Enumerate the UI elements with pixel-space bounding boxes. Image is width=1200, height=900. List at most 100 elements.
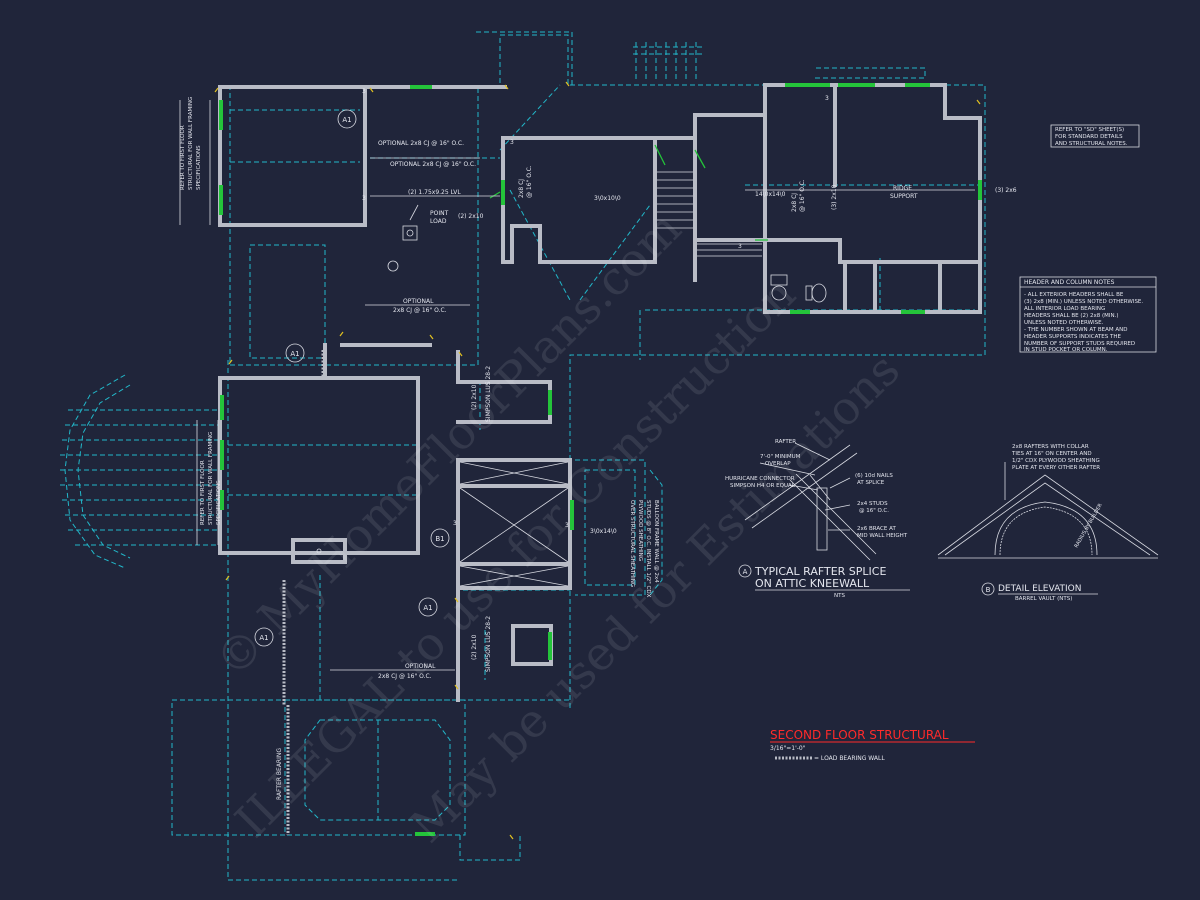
sheet-scale: 3/16"=1'-0" <box>770 745 806 752</box>
pergola-top <box>633 42 705 80</box>
room-dim-a: 3\0x10\0 <box>594 195 621 202</box>
svg-text:3: 3 <box>510 139 514 146</box>
section-marker-a1-left: A1 <box>254 627 274 647</box>
svg-text:A1: A1 <box>259 634 268 642</box>
svg-text:TIES AT 16" ON CENTER AND: TIES AT 16" ON CENTER AND <box>1011 451 1092 457</box>
cj-label-2: 2x8 CJ @ 16" O.C. <box>378 673 432 680</box>
svg-text:ALL INTERIOR LOAD BEARING: ALL INTERIOR LOAD BEARING <box>1024 306 1105 312</box>
svg-text:UNLESS NOTED OTHERWISE.: UNLESS NOTED OTHERWISE. <box>1024 320 1104 326</box>
rafter-bearing: RAFTER BEARING <box>276 748 283 800</box>
section-marker-b1: B1 <box>430 528 450 548</box>
first-floor-ref-4: REFER TO FIRST FLOOR <box>200 460 206 525</box>
svg-text:B: B <box>986 586 991 594</box>
svg-text:OVERLAP: OVERLAP <box>765 461 791 467</box>
room-dim-c: 3\0x14\0 <box>590 528 617 535</box>
svg-text:2x8 RAFTERS WITH COLLAR: 2x8 RAFTERS WITH COLLAR <box>1012 444 1089 450</box>
svg-text:- ALL EXTERIOR HEADERS SHALL B: - ALL EXTERIOR HEADERS SHALL BE <box>1024 292 1124 298</box>
watermark: © MyHomeFloorPlans.com ILLEGAL to use fo… <box>205 201 910 853</box>
three-2x6-label: (3) 2x6 <box>995 187 1017 194</box>
cj-vert-4: @ 16" O.C. <box>799 179 806 212</box>
svg-text:3: 3 <box>825 95 829 102</box>
door-swings <box>489 144 768 241</box>
ridge-support-1: RIDGE <box>893 185 912 192</box>
plan-labels: OPTIONAL 2x8 CJ @ 16" O.C. OPTIONAL 2x8 … <box>362 88 1017 680</box>
balloon-4: OVER STRUCTURAL SHEATHING <box>629 500 635 587</box>
svg-text:- THE NUMBER SHOWN AT BEAM AND: - THE NUMBER SHOWN AT BEAM AND <box>1024 327 1127 333</box>
svg-text:A1: A1 <box>290 350 299 358</box>
svg-text:B1: B1 <box>435 535 444 543</box>
detail-a-rafter-splice: RAFTER 7'-0" MINIMUM OVERLAP HURRICANE C… <box>725 439 910 599</box>
floor-opening-x <box>459 461 569 587</box>
svg-text:3: 3 <box>738 243 742 250</box>
svg-text:AND STRUCTURAL NOTES.: AND STRUCTURAL NOTES. <box>1055 141 1128 147</box>
section-marker-a1-top: A1 <box>337 109 357 129</box>
svg-text:PLATE AT EVERY OTHER RAFTER: PLATE AT EVERY OTHER RAFTER <box>1012 465 1100 471</box>
svg-text:7'-0" MINIMUM: 7'-0" MINIMUM <box>760 454 801 460</box>
svg-text:BARREL VAULT (NTS): BARREL VAULT (NTS) <box>1015 596 1072 602</box>
first-floor-ref-3: SPECIFICATIONS <box>196 145 202 190</box>
opt-cj-label-2: OPTIONAL 2x8 CJ @ 16" O.C. <box>390 161 476 168</box>
pergola-left <box>60 374 222 569</box>
sheet-title-block: SECOND FLOOR STRUCTURAL 3/16"=1'-0" = LO… <box>770 728 975 762</box>
detail-a-title-2: ON ATTIC KNEEWALL <box>755 577 870 590</box>
svg-text:RAFTER: RAFTER <box>775 439 796 445</box>
svg-text:@ 16" O.C.: @ 16" O.C. <box>859 508 889 514</box>
svg-text:A1: A1 <box>423 604 432 612</box>
ridge-support-2: SUPPORT <box>890 193 918 200</box>
svg-text:HEADER SUPPORTS INDICATES THE: HEADER SUPPORTS INDICATES THE <box>1024 334 1121 340</box>
svg-text:NTS: NTS <box>834 593 845 599</box>
svg-text:3: 3 <box>565 522 569 529</box>
balloon-2: STUDS @ 8" O.C. INSTALL 1/2" CDX <box>645 500 651 598</box>
svg-text:3: 3 <box>453 520 457 527</box>
header-column-notes: HEADER AND COLUMN NOTES - ALL EXTERIOR H… <box>1019 276 1157 353</box>
two-2x10-vert-2: (2) 2x10 <box>471 634 478 660</box>
first-floor-ref-2: STRUCTURAL FOR WALL FRAMING <box>188 97 194 190</box>
balloon-1: BALLOON FRAME WALL @ 2x4 <box>653 500 659 583</box>
opt-cj-label-1: OPTIONAL 2x8 CJ @ 16" O.C. <box>378 140 464 147</box>
two-2x10-label: (2) 2x10 <box>458 213 484 220</box>
first-floor-ref-5: STRUCTURAL FOR WALL FRAMING <box>208 432 214 525</box>
detail-b-title: DETAIL ELEVATION <box>998 584 1082 594</box>
rotated-labels: 2x8 CJ @ 16" O.C. 2x8 CJ @ 16" O.C. (3) … <box>179 97 838 800</box>
svg-text:3: 3 <box>362 195 366 202</box>
svg-text:FOR STANDARD DETAILS: FOR STANDARD DETAILS <box>1055 134 1123 140</box>
section-marker-a1-lower: A1 <box>418 597 438 617</box>
room-dim-b: 14\0x14\0 <box>755 191 786 198</box>
support-marks <box>214 81 981 840</box>
svg-text:(6) 10d NAILS: (6) 10d NAILS <box>855 473 893 479</box>
svg-text:RADIUS BY BUILDER: RADIUS BY BUILDER <box>1074 502 1104 549</box>
balloon-3: PLYWOOD SHEATHING <box>637 500 643 561</box>
simpson-1: SIMPSON LUS 28-2 <box>485 366 492 422</box>
lvl-label: (2) 1.75x9.25 LVL <box>408 189 461 196</box>
svg-text:2x6 BRACE AT: 2x6 BRACE AT <box>857 526 896 532</box>
cj-vert-2: @ 16" O.C. <box>526 165 533 198</box>
svg-text:IN STUD POCKET OR COLUMN.: IN STUD POCKET OR COLUMN. <box>1024 347 1108 353</box>
detail-a-title-1: TYPICAL RAFTER SPLICE <box>754 565 886 578</box>
load-bearing-walls <box>282 350 325 835</box>
svg-text:2x4 STUDS: 2x4 STUDS <box>857 501 888 507</box>
three-2x10-vert: (3) 2x10 <box>831 184 838 210</box>
header-notes-title: HEADER AND COLUMN NOTES <box>1024 279 1115 286</box>
two-2x10-vert-1: (2) 2x10 <box>471 384 478 410</box>
legend-load-bearing: = LOAD BEARING WALL <box>814 755 885 762</box>
svg-text:REFER TO "SD" SHEET(S): REFER TO "SD" SHEET(S) <box>1055 127 1124 133</box>
optional-label-2: OPTIONAL <box>405 663 436 670</box>
point-load-2: LOAD <box>430 218 447 225</box>
svg-text:1/2" CDX PLYWOOD SHEATHING: 1/2" CDX PLYWOOD SHEATHING <box>1012 458 1100 464</box>
cj-label-1: 2x8 CJ @ 16" O.C. <box>393 307 447 314</box>
detail-b-barrel-vault: 2x8 RAFTERS WITH COLLAR TIES AT 16" ON C… <box>937 444 1159 602</box>
svg-text:SIMPSON H4 OR EQUAL: SIMPSON H4 OR EQUAL <box>730 483 796 489</box>
first-floor-ref-6: SPECIFICATIONS <box>216 480 222 525</box>
svg-text:HURRICANE CONNECTOR: HURRICANE CONNECTOR <box>725 476 795 482</box>
section-marker-a1-mid: A1 <box>285 343 305 363</box>
simpson-2: SIMPSON LUS 28-2 <box>485 616 492 672</box>
svg-text:AT SPLICE: AT SPLICE <box>857 480 885 486</box>
svg-text:3: 3 <box>362 88 366 95</box>
cj-vert-3: 2x8 CJ <box>791 193 798 212</box>
structural-ref-note: REFER TO "SD" SHEET(S) FOR STANDARD DETA… <box>1050 124 1140 148</box>
headers <box>219 83 982 836</box>
sheet-title: SECOND FLOOR STRUCTURAL <box>770 728 949 742</box>
staircase <box>657 171 762 257</box>
